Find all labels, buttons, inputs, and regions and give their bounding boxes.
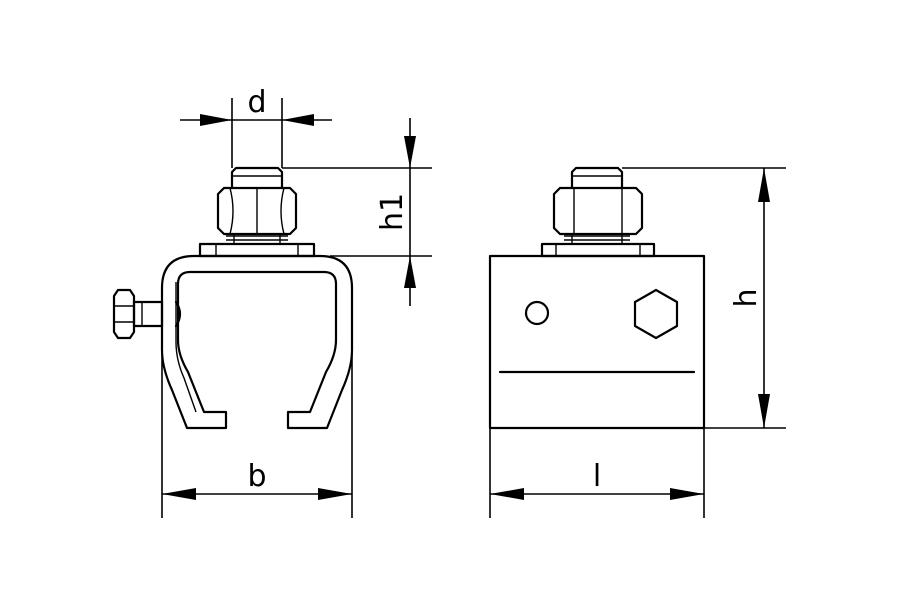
side-hex-nut [552,186,644,236]
side-set-screw [112,288,182,340]
side-hex-bolt-head [633,288,679,340]
side-washer [540,242,656,258]
dimension-label-b: b [247,459,266,494]
washer [198,242,316,258]
stud-top [230,166,284,190]
side-stud-top [570,166,624,190]
side-view: l h [488,166,786,518]
dimension-label-h: h [729,288,764,307]
dimension-label-h1: h1 [375,193,410,231]
front-view: d h1 b [112,85,432,518]
dimension-l: l [489,428,705,518]
dimension-d: d [180,85,332,168]
dimension-b: b [161,350,353,518]
hex-nut [216,186,298,236]
side-hole [524,300,550,326]
dimension-label-d: d [247,85,266,120]
dimension-label-l: l [593,459,601,494]
side-body [488,254,706,430]
c-profile-outer [160,254,354,430]
dimension-h: h [490,167,786,429]
dimension-h1: h1 [282,118,432,306]
c-profile-inner-edge [175,282,197,413]
